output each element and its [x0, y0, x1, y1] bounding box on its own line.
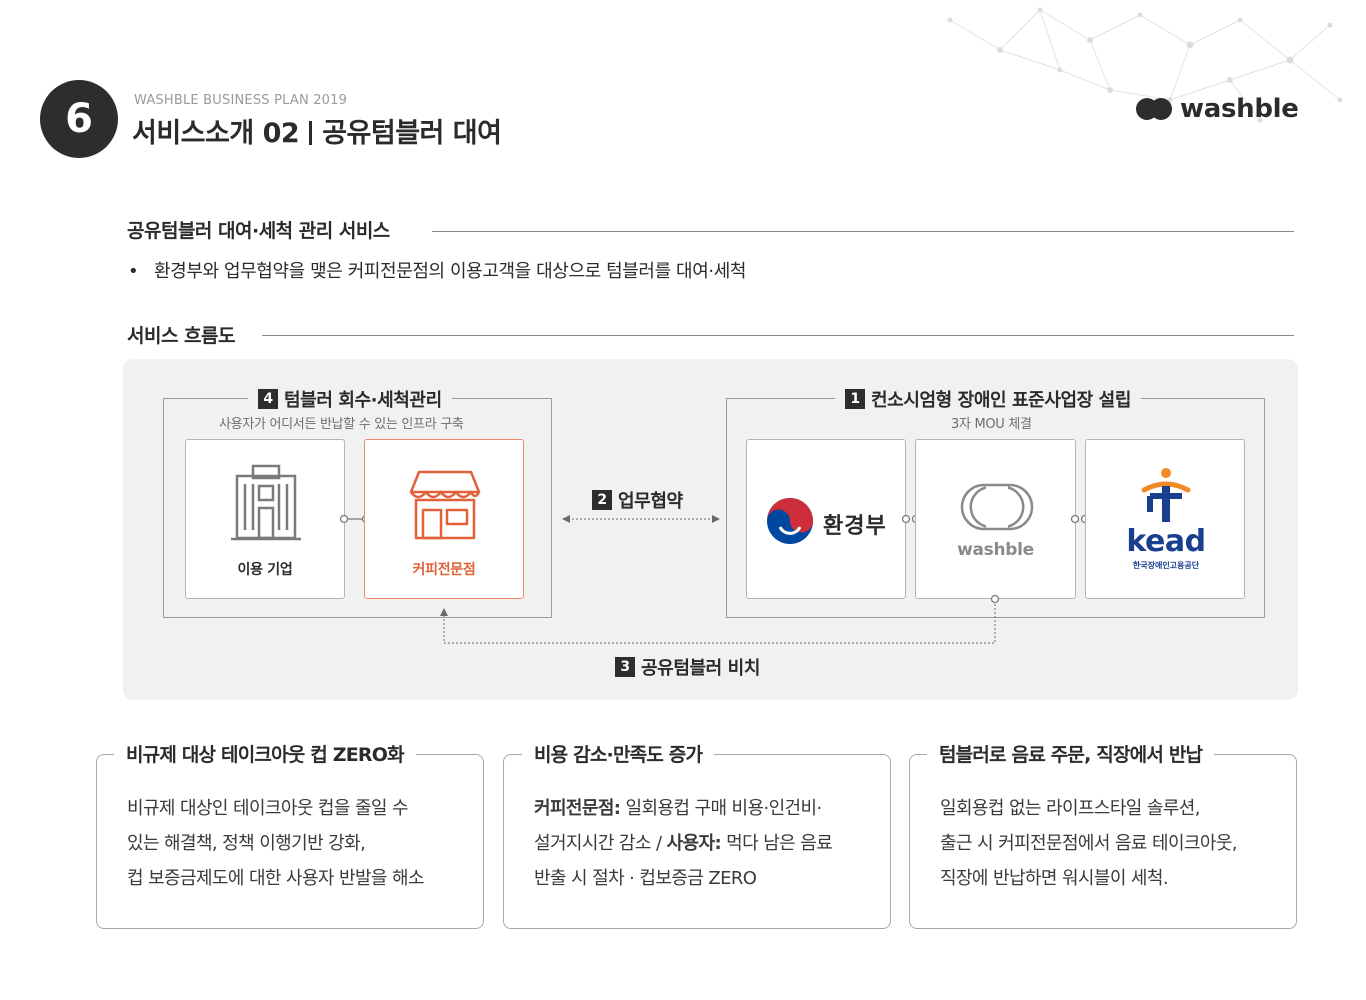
- section-divider: [432, 231, 1294, 232]
- benefit-box-office-return: 일회용컵 없는 라이프스타일 솔루션, 출근 시 커피전문점에서 음료 테이크아…: [909, 754, 1297, 929]
- benefit-line: 컵 보증금제도에 대한 사용자 반발을 해소: [127, 868, 425, 889]
- benefit-line: 반출 시 절차 · 컵보증금 ZERO: [534, 868, 757, 889]
- network-decoration: [947, 7, 1343, 123]
- washble-card-label: washble: [957, 540, 1034, 560]
- benefit-span: 일회용컵 구매 비용·인건비·: [620, 798, 823, 819]
- card-ministry-environment: 환경부: [746, 439, 906, 599]
- benefit-title-cost: 비용 감소·만족도 증가: [522, 740, 715, 767]
- step-number-badge: 1: [845, 389, 865, 409]
- group-title-text: 텀블러 회수·세척관리: [284, 390, 442, 411]
- section-divider: [262, 335, 1294, 336]
- group-subtitle-consortium: 3자 MOU 체결: [951, 417, 1032, 432]
- card-washble: washble: [915, 439, 1076, 599]
- section-bullet: • 환경부와 업무협약을 맺은 커피전문점의 이용고객을 대상으로 텀블러를 대여…: [128, 257, 746, 283]
- benefit-span: 설거지시간 감소 /: [534, 833, 667, 854]
- bullet-text: 환경부와 업무협약을 맺은 커피전문점의 이용고객을 대상으로 텀블러를 대여·…: [154, 261, 747, 282]
- benefit-box-zero-cup: 비규제 대상인 테이크아웃 컵을 줄일 수 있는 해결책, 정책 이행기반 강화…: [96, 754, 484, 929]
- group-subtitle-collection: 사용자가 어디서든 반납할 수 있는 인프라 구축: [219, 417, 464, 432]
- kead-wordmark: kead: [1126, 524, 1206, 559]
- benefit-title-office-return: 텀블러로 음료 주문, 직장에서 반납: [927, 740, 1215, 767]
- benefit-bold: 사용자:: [666, 833, 722, 854]
- group-title-consortium: 1 컨소시엄형 장애인 표준사업장 설립: [835, 386, 1141, 412]
- store-icon: [409, 470, 481, 540]
- washble-mark-icon: [1136, 98, 1172, 120]
- card-label-coffee-shop: 커피전문점: [412, 562, 476, 578]
- plan-label: WASHBLE BUSINESS PLAN 2019: [134, 93, 348, 108]
- benefit-title-zero-cup: 비규제 대상 테이크아웃 컵 ZERO화: [114, 740, 416, 767]
- card-label-company: 이용 기업: [237, 562, 293, 578]
- building-icon: [231, 464, 301, 541]
- step-number-badge: 2: [592, 490, 612, 510]
- page-title-sub: 공유텀블러 대여: [322, 118, 502, 149]
- benefit-line: 있는 해결책, 정책 이행기반 강화,: [127, 833, 366, 854]
- benefit-text: 비규제 대상인 테이크아웃 컵을 줄일 수 있는 해결책, 정책 이행기반 강화…: [127, 791, 425, 896]
- benefit-line: 직장에 반납하면 워시블이 세척.: [940, 868, 1169, 889]
- benefit-line: 일회용컵 없는 라이프스타일 솔루션,: [940, 798, 1200, 819]
- double-arrow-icon: [562, 515, 720, 523]
- washble-logo: washble: [1136, 94, 1299, 124]
- flow-label-placement-text: 공유텀블러 비치: [641, 658, 760, 679]
- title-separator: [309, 121, 313, 145]
- flow-label-agreement-text: 업무협약: [618, 491, 683, 512]
- section-title-rental: 공유텀블러 대여·세척 관리 서비스: [127, 220, 390, 242]
- card-company: 이용 기업: [185, 439, 345, 599]
- step-number-badge: 4: [258, 389, 278, 409]
- benefit-box-cost: 커피전문점: 일회용컵 구매 비용·인건비· 설거지시간 감소 / 사용자: 먹…: [503, 754, 891, 929]
- group-title-text: 컨소시엄형 장애인 표준사업장 설립: [871, 390, 1131, 411]
- flow-label-placement: 3 공유텀블러 비치: [615, 654, 760, 680]
- ministry-name: 환경부: [823, 514, 887, 539]
- page-title-main: 서비스소개 02: [132, 118, 300, 149]
- washble-logo-icon: [960, 483, 1034, 531]
- benefit-bold: 커피전문점:: [534, 798, 621, 819]
- page-number-badge: 6: [40, 80, 118, 158]
- placement-arrow: [440, 594, 1000, 644]
- flow-label-agreement: 2 업무협약: [592, 487, 683, 513]
- benefit-line: 커피전문점: 일회용컵 구매 비용·인건비·: [534, 791, 832, 826]
- benefit-line: 설거지시간 감소 / 사용자: 먹다 남은 음료: [534, 826, 833, 861]
- page-title: 서비스소개 02 공유텀블러 대여: [132, 111, 502, 150]
- step-number-badge: 3: [615, 657, 635, 677]
- benefit-text: 커피전문점: 일회용컵 구매 비용·인건비· 설거지시간 감소 / 사용자: 먹…: [534, 791, 833, 896]
- section-title-flow: 서비스 흐름도: [127, 325, 236, 347]
- benefit-line: 출근 시 커피전문점에서 음료 테이크아웃,: [940, 833, 1238, 854]
- taegeuk-icon: [767, 498, 813, 544]
- benefit-text: 일회용컵 없는 라이프스타일 솔루션, 출근 시 커피전문점에서 음료 테이크아…: [940, 791, 1238, 896]
- kead-org-name: 한국장애인고용공단: [1132, 561, 1200, 570]
- bullet-dot: •: [128, 261, 139, 282]
- logo-text: washble: [1180, 94, 1299, 124]
- benefit-span: 먹다 남은 음료: [721, 833, 833, 854]
- group-title-collection: 4 텀블러 회수·세척관리: [248, 386, 452, 412]
- kead-logo-icon: [1141, 468, 1191, 522]
- card-coffee-shop: 커피전문점: [364, 439, 524, 599]
- benefit-line: 비규제 대상인 테이크아웃 컵을 줄일 수: [127, 798, 409, 819]
- card-kead: kead 한국장애인고용공단: [1085, 439, 1245, 599]
